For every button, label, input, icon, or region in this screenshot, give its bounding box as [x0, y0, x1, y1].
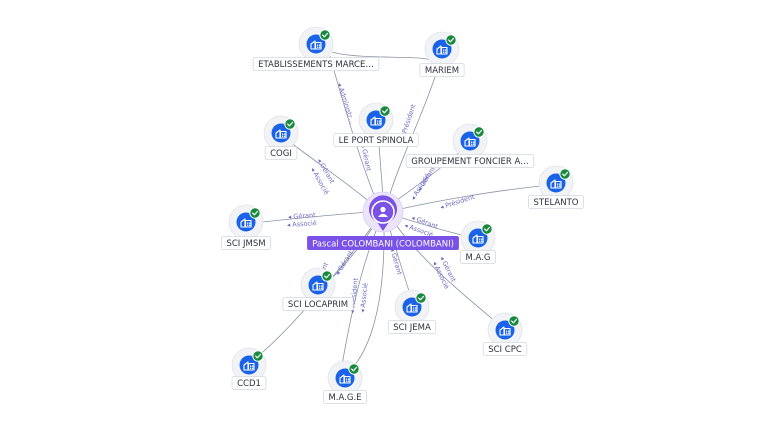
company-node-gfa[interactable]: GROUPEMENT FONCIER A…	[405, 123, 535, 168]
company-label[interactable]: M.A.G.E	[323, 390, 367, 404]
verified-check-icon	[321, 270, 333, 282]
company-label[interactable]: SCI CPC	[482, 342, 528, 356]
svg-text:SCI JEMA: SCI JEMA	[393, 323, 431, 333]
verified-check-icon	[319, 29, 331, 41]
edge-label-president: ◂ Président	[348, 277, 360, 314]
svg-text:CCD1: CCD1	[237, 379, 261, 389]
edge-label-associe: ◂ Associé	[409, 172, 432, 202]
company-label[interactable]: COGI	[264, 146, 298, 160]
company-node-cogi[interactable]: COGI	[263, 115, 299, 160]
svg-text:M.A.G: M.A.G	[466, 253, 491, 263]
edge-etab	[331, 51, 431, 61]
company-label[interactable]: MARIEM	[419, 63, 465, 77]
edge-label-associe: ◂ Associé	[358, 283, 369, 314]
company-node-cpc[interactable]: SCI CPC	[482, 312, 528, 356]
svg-text:Pascal COLOMBANI (COLOMBANI): Pascal COLOMBANI (COLOMBANI)	[312, 240, 454, 250]
svg-text:SCI LOCAPRIM: SCI LOCAPRIM	[288, 300, 348, 310]
company-label[interactable]: SCI JMSM	[221, 236, 271, 250]
company-label[interactable]: SCI JEMA	[387, 320, 437, 334]
edge-cogi	[289, 141, 373, 205]
verified-check-icon	[284, 118, 296, 130]
verified-check-icon	[415, 292, 427, 304]
svg-text:STELANTO: STELANTO	[534, 198, 579, 208]
edge-label-gerant: ◂ Gérant	[334, 249, 356, 277]
edge-label-gerant: ◂ Gérant	[388, 247, 403, 276]
verified-check-icon	[508, 315, 520, 327]
edge-label-president: ◂ Président	[439, 193, 476, 212]
edge-jmsm	[261, 211, 371, 223]
verified-check-icon	[379, 105, 391, 117]
verified-check-icon	[445, 34, 457, 46]
svg-text:ETABLISSEMENTS MARCE…: ETABLISSEMENTS MARCE…	[258, 60, 374, 70]
edge-label-gerant: ◂ Gérant	[288, 211, 317, 221]
company-node-mag[interactable]: M.A.G	[460, 220, 496, 264]
svg-text:MARIEM: MARIEM	[425, 66, 459, 76]
company-label[interactable]: CCD1	[231, 376, 267, 390]
edge-label-gerant: ◂ Gérant	[359, 143, 373, 172]
verified-check-icon	[559, 168, 571, 180]
company-label[interactable]: M.A.G	[460, 250, 496, 264]
verified-check-icon	[473, 126, 485, 138]
company-label[interactable]: SCI LOCAPRIM	[282, 297, 354, 311]
edge-cpc	[393, 221, 497, 323]
company-label[interactable]: ETABLISSEMENTS MARCE…	[252, 57, 380, 71]
edge-mariem	[387, 61, 441, 201]
svg-text:COGI: COGI	[270, 149, 292, 159]
company-label[interactable]: STELANTO	[528, 195, 584, 209]
company-node-etab[interactable]: ETABLISSEMENTS MARCE…	[252, 26, 380, 71]
edge-stelanto	[395, 185, 543, 211]
edge-label-administrateur: ◂ Administr…	[335, 82, 356, 125]
svg-text:LE PORT SPINOLA: LE PORT SPINOLA	[339, 136, 414, 146]
person-node[interactable]: Pascal COLOMBANI (COLOMBANI)	[307, 191, 459, 250]
user-icon	[378, 206, 388, 217]
company-node-mage[interactable]: M.A.G.E	[323, 360, 367, 404]
verified-check-icon	[348, 363, 360, 375]
svg-text:GROUPEMENT FONCIER A…: GROUPEMENT FONCIER A…	[411, 157, 529, 167]
company-node-ccd1[interactable]: CCD1	[231, 347, 267, 390]
company-node-jema[interactable]: SCI JEMA	[387, 289, 437, 334]
verified-check-icon	[252, 350, 264, 362]
svg-text:SCI CPC: SCI CPC	[488, 345, 522, 355]
verified-check-icon	[481, 223, 493, 235]
svg-text:M.A.G.E: M.A.G.E	[328, 393, 361, 403]
svg-text:SCI JMSM: SCI JMSM	[226, 239, 265, 249]
company-label[interactable]: LE PORT SPINOLA	[333, 133, 419, 147]
company-node-port[interactable]: LE PORT SPINOLA	[333, 102, 419, 147]
company-node-jmsm[interactable]: SCI JMSM	[221, 204, 271, 250]
company-node-stelanto[interactable]: STELANTO	[528, 165, 584, 209]
company-node-mariem[interactable]: MARIEM	[419, 31, 465, 77]
verified-check-icon	[249, 207, 261, 219]
person-label[interactable]: Pascal COLOMBANI (COLOMBANI)	[307, 236, 459, 250]
company-label[interactable]: GROUPEMENT FONCIER A…	[405, 154, 535, 168]
edge-label-associe: ◂ Associé	[287, 219, 317, 229]
company-node-locaprim[interactable]: SCI LOCAPRIM	[282, 267, 354, 311]
